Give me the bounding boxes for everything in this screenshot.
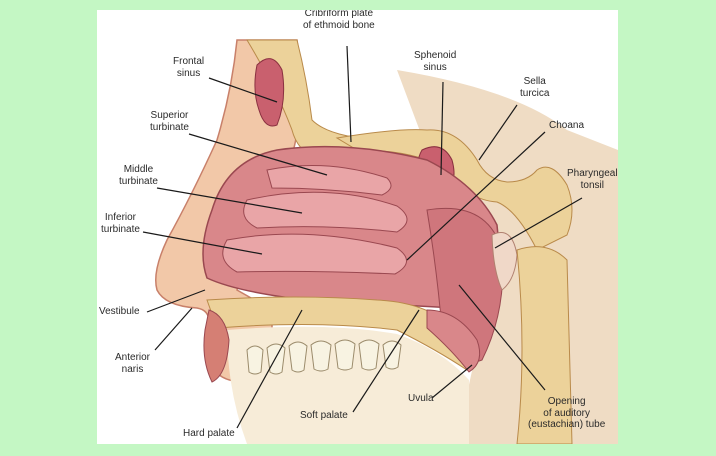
label-choana: Choana <box>549 120 585 131</box>
leader-opening-auditory-tube <box>458 284 546 391</box>
cervical-spine <box>516 246 573 444</box>
label-uvula: Uvula <box>408 393 434 404</box>
leader-hard-palate <box>236 309 303 429</box>
leader-choana <box>406 131 546 261</box>
label-sphenoid-sinus: Sphenoid sinus <box>414 50 457 73</box>
label-soft-palate: Soft palate <box>300 410 348 421</box>
label-middle-turbinate: Middle turbinate <box>119 164 158 187</box>
soft-palate-shape <box>426 309 481 373</box>
label-pharyngeal-tonsil: Pharyngeal tonsil <box>567 168 618 191</box>
leader-frontal-sinus <box>208 77 278 103</box>
label-anterior-naris: Anterior naris <box>115 352 151 375</box>
label-hard-palate: Hard palate <box>183 428 235 439</box>
teeth <box>246 339 402 375</box>
leader-superior-turbinate <box>188 133 328 176</box>
leader-anterior-naris <box>154 307 193 351</box>
leader-pharyngeal-tonsil <box>494 197 583 249</box>
frontal-sinus-cavity <box>254 58 285 127</box>
superior-turbinate-shape <box>266 165 392 196</box>
label-vestibule: Vestibule <box>99 306 140 317</box>
label-sella-turcica: Sella turcica <box>520 76 550 99</box>
leader-lines <box>142 45 583 429</box>
middle-turbinate-shape <box>243 191 408 233</box>
diagram-panel: Cribriform plate of ethmoid bone Frontal… <box>97 10 618 444</box>
label-frontal-sinus: Frontal sinus <box>173 56 205 79</box>
pharyngeal-tonsil-shape <box>491 232 518 291</box>
leader-cribriform-plate <box>346 45 352 143</box>
nasal-cavity-illustration <box>142 39 618 444</box>
label-opening-auditory-tube: Opening of auditory (eustachian) tube <box>528 396 606 430</box>
leader-soft-palate <box>352 309 420 413</box>
leader-middle-turbinate <box>156 187 303 214</box>
leader-vestibule <box>146 289 206 313</box>
inferior-turbinate-shape <box>222 233 407 275</box>
leader-sphenoid-sinus <box>440 81 444 176</box>
leader-inferior-turbinate <box>142 231 263 255</box>
leader-sella-turcica <box>478 104 518 161</box>
label-superior-turbinate: Superior turbinate <box>150 110 189 133</box>
oral-cavity <box>227 326 469 444</box>
label-inferior-turbinate: Inferior turbinate <box>101 212 140 235</box>
label-cribriform-plate: Cribriform plate of ethmoid bone <box>303 10 375 31</box>
leader-uvula <box>431 364 473 399</box>
upper-lip <box>203 309 230 383</box>
